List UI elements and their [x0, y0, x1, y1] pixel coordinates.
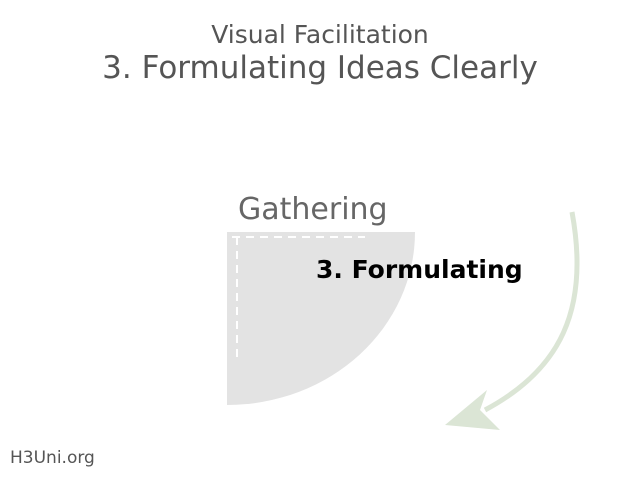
gathering-quadrant	[227, 232, 415, 405]
gathering-label: Gathering	[238, 192, 388, 227]
formulating-label: 3. Formulating	[316, 255, 523, 284]
dashed-guide	[232, 236, 365, 360]
arrow-head-icon	[445, 390, 500, 430]
footer-link: H3Uni.org	[10, 448, 95, 468]
slide-subtitle: Visual Facilitation	[211, 20, 429, 49]
curved-arrow-shaft	[483, 211, 580, 413]
slide-title: 3. Formulating Ideas Clearly	[102, 50, 538, 86]
